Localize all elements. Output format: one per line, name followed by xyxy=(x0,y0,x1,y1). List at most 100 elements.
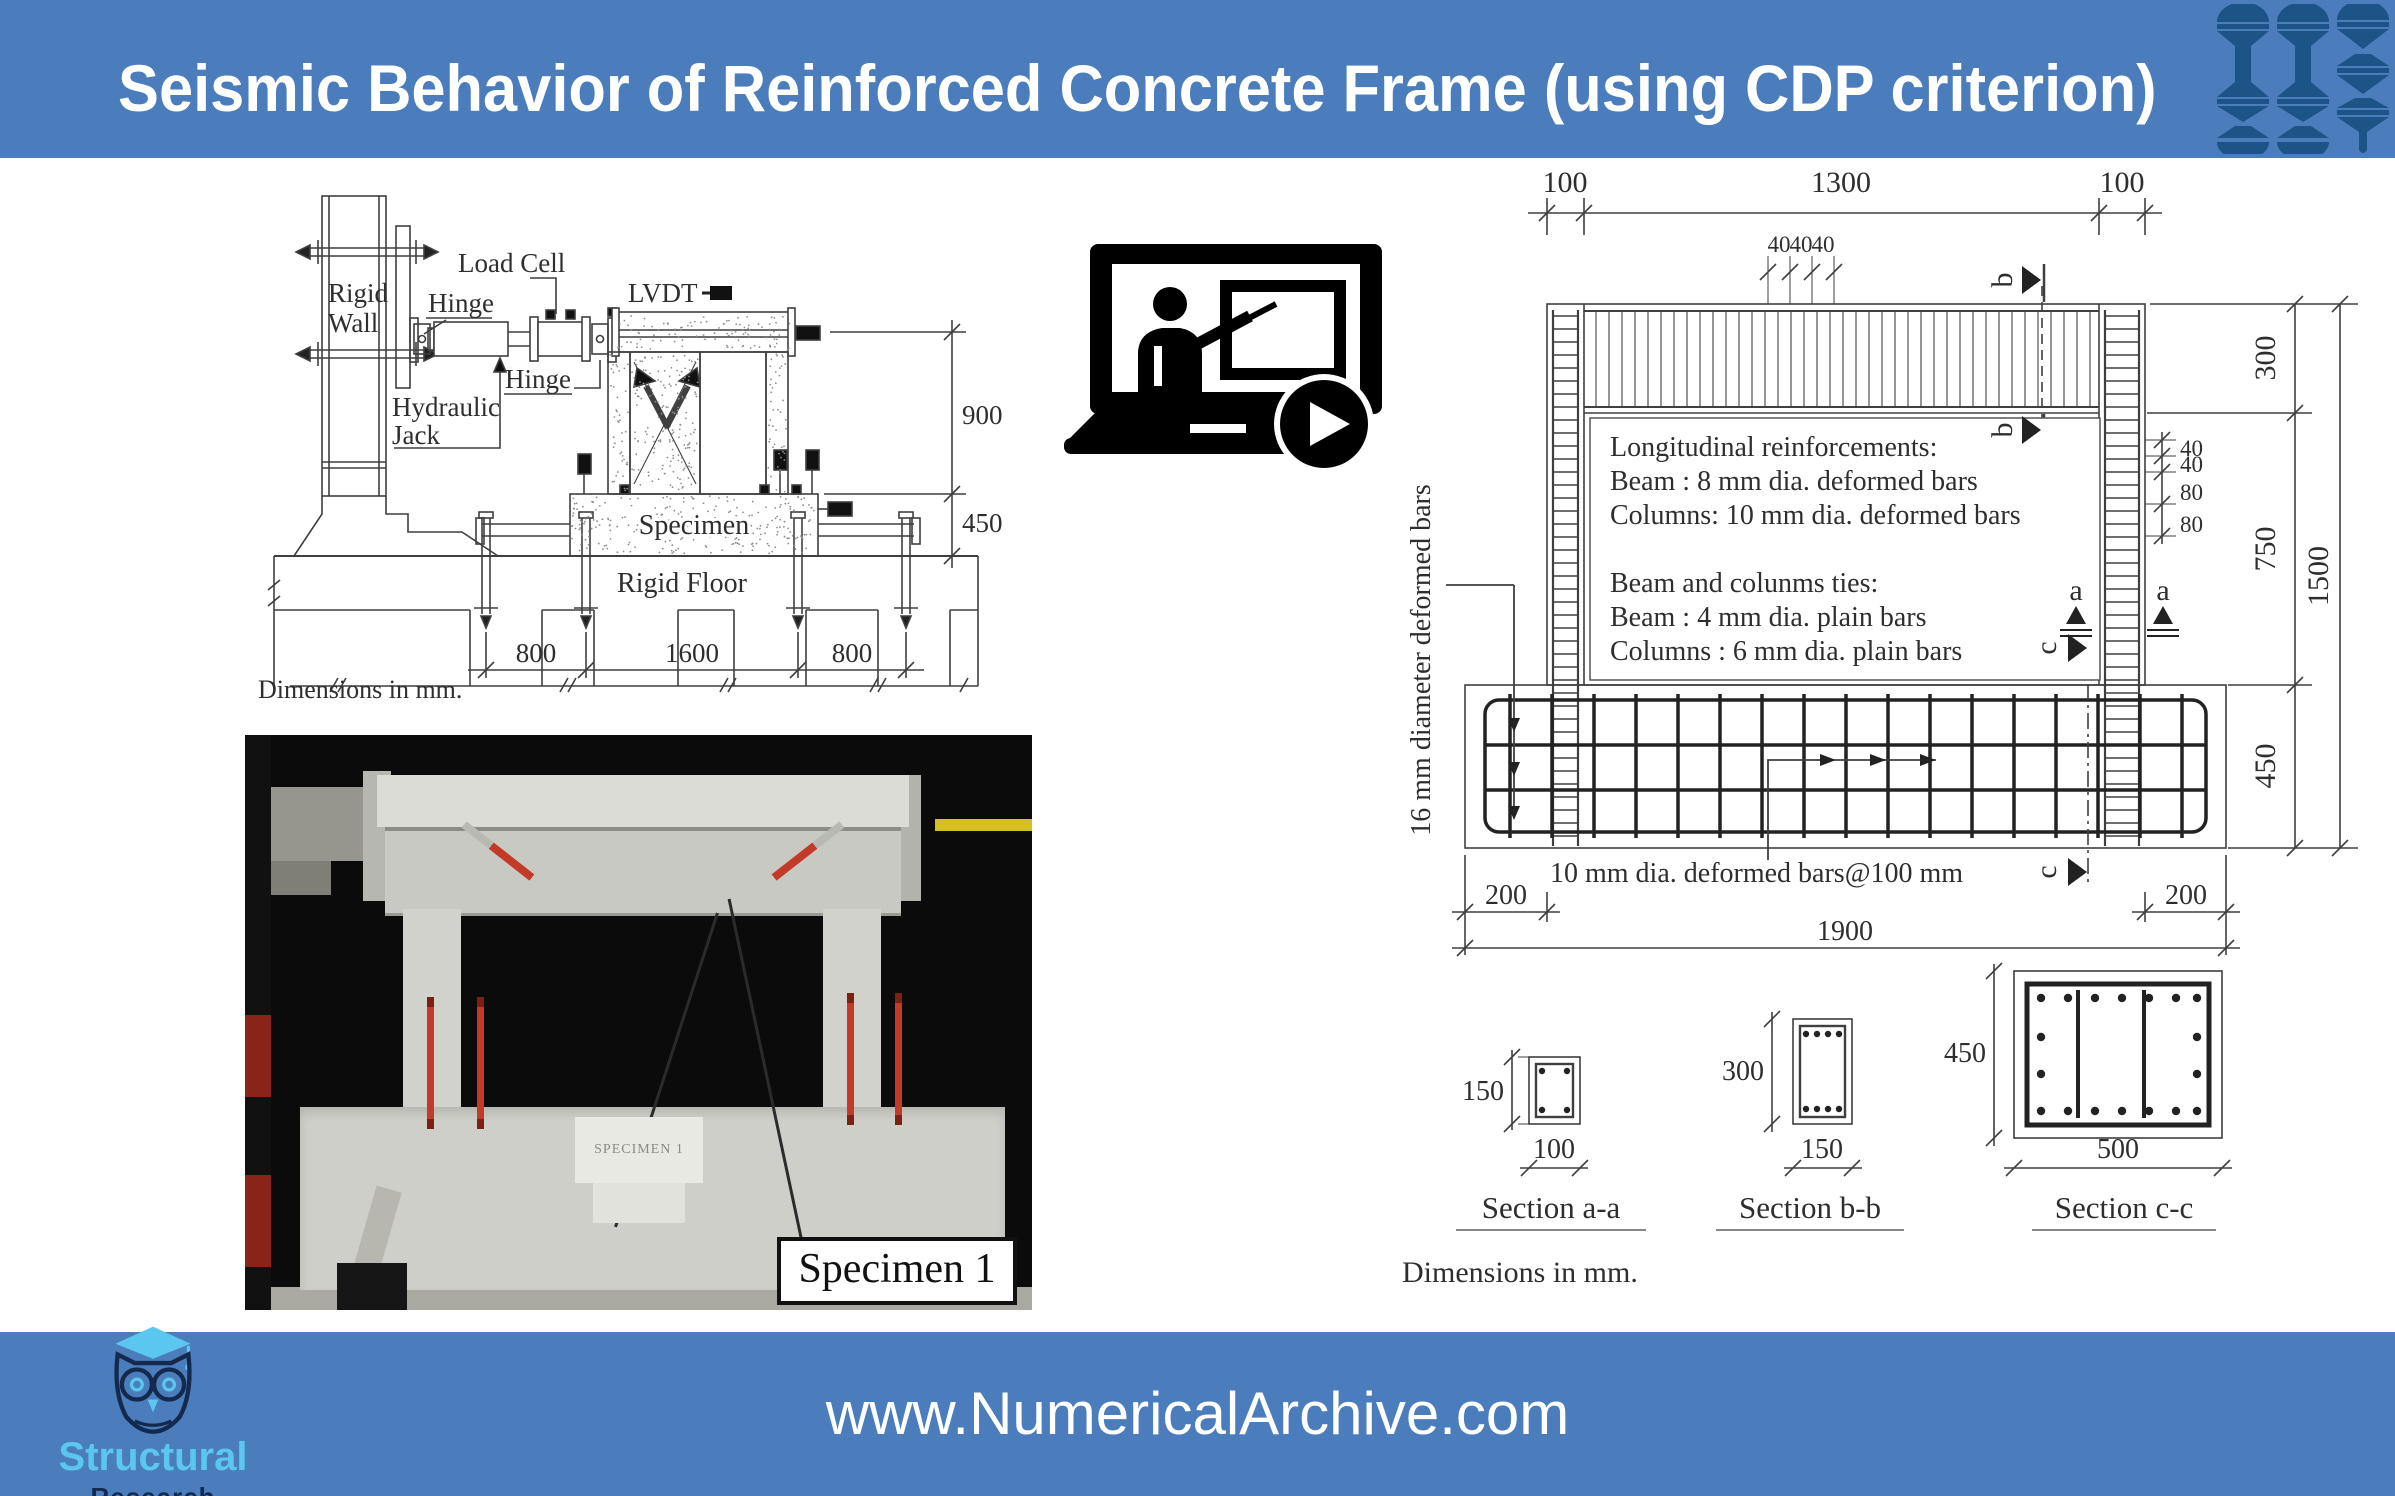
rigid-floor-label: Rigid Floor xyxy=(617,568,748,599)
dim-200-right: 200 xyxy=(2165,880,2207,911)
info-line: Beam and colunms ties: xyxy=(1610,568,1878,599)
bottom-rebar-note: 10 mm dia. deformed bars@100 mm xyxy=(1550,858,1963,889)
dim-40: 40 xyxy=(1790,232,1813,257)
info-line: Longitudinal reinforcements: xyxy=(1610,432,1937,463)
setup-units-note: Dimensions in mm. xyxy=(258,675,462,704)
reinf-units-note: Dimensions in mm. xyxy=(1402,1256,1638,1289)
logo-line2: Research xyxy=(38,1482,268,1496)
dimension-ticks xyxy=(1456,204,2349,1177)
dial-gauges xyxy=(577,449,820,495)
sec-bb-width: 150 xyxy=(1801,1134,1843,1165)
dim-1900: 1900 xyxy=(1817,916,1873,947)
dim-40: 40 xyxy=(1768,232,1791,257)
hinge-lower-label: Hinge xyxy=(505,364,571,394)
sec-cc-width: 500 xyxy=(2097,1134,2139,1165)
marker-a: a xyxy=(2156,574,2169,607)
marker-b: b xyxy=(1986,273,2019,288)
foundation-cage xyxy=(1483,694,2208,838)
lvdt-sensor-icon xyxy=(710,286,732,300)
header-banner: Seismic Behavior of Reinforced Concrete … xyxy=(0,0,2395,158)
dim-1300: 1300 xyxy=(1811,166,1871,199)
section-b-b xyxy=(1716,1012,1904,1231)
dim-1500: 1500 xyxy=(2302,546,2335,606)
photo-paper-label: SPECIMEN 1 xyxy=(575,1117,703,1183)
setup-linework xyxy=(267,195,979,693)
dim-450: 450 xyxy=(2249,744,2282,789)
section-rebar-dots xyxy=(1538,993,2202,1116)
info-line: Beam : 4 mm dia. plain bars xyxy=(1610,602,1927,633)
photo-paper-label-2 xyxy=(593,1183,685,1223)
photo-red-band xyxy=(245,1175,271,1267)
section-markers xyxy=(1508,266,2179,886)
sec-aa-width: 100 xyxy=(1533,1134,1575,1165)
info-line: Columns : 6 mm dia. plain bars xyxy=(1610,636,1962,667)
dim-900: 900 xyxy=(962,400,1003,430)
structural-research-logo: Structural Research xyxy=(38,1318,268,1496)
photo-caption-box: Specimen 1 xyxy=(777,1237,1017,1305)
owl-logo-icon xyxy=(114,1326,192,1434)
sec-aa-title: Section a-a xyxy=(1482,1190,1621,1225)
website-url: www.NumericalArchive.com xyxy=(825,1380,1570,1447)
photo-red-rod xyxy=(427,997,434,1129)
page-title: Seismic Behavior of Reinforced Concrete … xyxy=(118,51,2157,125)
load-cell-label: Load Cell xyxy=(458,248,565,278)
photo-red-rod xyxy=(895,993,902,1125)
dim-100-right: 100 xyxy=(2100,166,2145,199)
dim-100-left: 100 xyxy=(1543,166,1588,199)
left-rebar-note: 16 mm diameter deformed bars xyxy=(1406,484,1437,835)
wall-bolts xyxy=(294,240,440,366)
concrete-speckle xyxy=(571,315,815,555)
sec-bb-height: 300 xyxy=(1722,1056,1764,1087)
specimen-label: Specimen xyxy=(639,510,749,541)
dim-300: 300 xyxy=(2249,336,2282,381)
rebar-pattern-icon xyxy=(2217,4,2389,154)
marker-a: a xyxy=(2069,574,2082,607)
photo-jack-stand xyxy=(337,1263,407,1310)
footer-banner: www.NumericalArchive.com Structural Rese… xyxy=(0,1326,2395,1496)
dim-tie-80: 80 xyxy=(2180,480,2203,505)
dimension-ticks xyxy=(477,323,961,679)
sec-cc-height: 450 xyxy=(1944,1038,1986,1069)
marker-c: c xyxy=(2030,641,2063,654)
marker-b: b xyxy=(1986,423,2019,438)
hydraulic-jack-label: Hydraulic xyxy=(392,392,500,422)
info-line: Columns: 10 mm dia. deformed bars xyxy=(1610,500,2021,531)
sec-bb-title: Section b-b xyxy=(1739,1190,1881,1225)
test-setup-diagram: Rigid Wall Load Cell Hinge Hinge Hydraul… xyxy=(258,195,1003,704)
dim-800-right: 800 xyxy=(832,638,873,668)
photo-red-rod xyxy=(477,997,484,1129)
photo-yellow-rail xyxy=(935,819,1032,831)
dim-tie-40: 40 xyxy=(2180,452,2203,477)
dim-tie-80: 80 xyxy=(2180,512,2203,537)
hinge-upper-label: Hinge xyxy=(428,288,494,318)
marker-c: c xyxy=(2030,865,2063,878)
dim-1600: 1600 xyxy=(665,638,719,668)
dim-200-left: 200 xyxy=(1485,880,1527,911)
dim-450: 450 xyxy=(962,508,1003,538)
column-ties xyxy=(1551,310,2141,846)
photo-spreader-beam xyxy=(377,775,909,827)
reinf-linework xyxy=(1446,198,2358,1231)
photo-red-band xyxy=(245,1015,271,1097)
logo-line1: Structural xyxy=(58,1435,248,1479)
setup-labels: Rigid Wall Load Cell Hinge Hinge Hydraul… xyxy=(258,248,1003,704)
rigid-wall-label: Wall xyxy=(328,308,378,338)
dim-800-left: 800 xyxy=(516,638,557,668)
specimen-photo: SPECIMEN 1 Specimen 1 xyxy=(245,735,1032,1310)
sec-aa-height: 150 xyxy=(1462,1076,1504,1107)
video-lecture-icon xyxy=(1064,244,1382,474)
sec-cc-title: Section c-c xyxy=(2055,1190,2194,1225)
reinforcement-diagram: Longitudinal reinforcements: Beam : 8 mm… xyxy=(1402,166,2358,1289)
rigid-wall-label: Rigid xyxy=(328,278,389,308)
photo-loading-apparatus xyxy=(271,861,331,895)
section-c-c xyxy=(1993,964,2232,1231)
dim-40: 40 xyxy=(1812,232,1835,257)
hydraulic-jack-label: Jack xyxy=(392,420,440,450)
photo-red-rod xyxy=(847,993,854,1125)
lvdt-label: LVDT xyxy=(628,278,698,308)
dim-750: 750 xyxy=(2249,527,2282,572)
beam-stirrups xyxy=(1595,312,2091,406)
info-line: Beam : 8 mm dia. deformed bars xyxy=(1610,466,1978,497)
reinf-labels: 100 1300 100 40 40 40 40 40 80 80 300 75… xyxy=(1402,166,2335,1289)
